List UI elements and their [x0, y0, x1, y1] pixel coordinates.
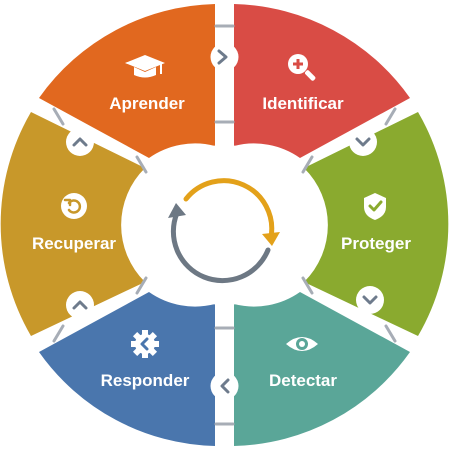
connector-identificar-proteger	[349, 128, 377, 156]
connector-recuperar-aprender	[66, 128, 94, 156]
label-aprender: Aprender	[109, 94, 185, 113]
label-recuperar: Recuperar	[32, 234, 116, 253]
separator-ticks	[52, 24, 397, 426]
gear-arrow-icon	[131, 330, 159, 358]
segment-aprender[interactable]	[39, 4, 215, 158]
label-detectar: Detectar	[269, 371, 337, 390]
connector-detectar-responder	[210, 372, 239, 400]
shield-check-icon	[364, 193, 386, 220]
segment-recuperar[interactable]	[0, 112, 145, 336]
graduation-cap-icon	[125, 55, 165, 78]
label-proteger: Proteger	[341, 234, 411, 253]
label-responder: Responder	[101, 371, 190, 390]
segment-proteger[interactable]	[304, 112, 449, 336]
label-identificar: Identificar	[262, 94, 344, 113]
connector-responder-recuperar	[66, 291, 94, 319]
connector-proteger-detectar	[356, 286, 384, 314]
segment-responder[interactable]	[39, 292, 215, 446]
refresh-icon	[61, 193, 87, 219]
segment-identificar[interactable]	[234, 4, 410, 158]
magnify-plus-icon	[288, 54, 316, 81]
connector-aprender-identificar	[210, 43, 239, 71]
segment-detectar[interactable]	[234, 292, 410, 446]
cycle-arrows-icon	[168, 178, 280, 284]
eye-icon	[286, 337, 318, 351]
